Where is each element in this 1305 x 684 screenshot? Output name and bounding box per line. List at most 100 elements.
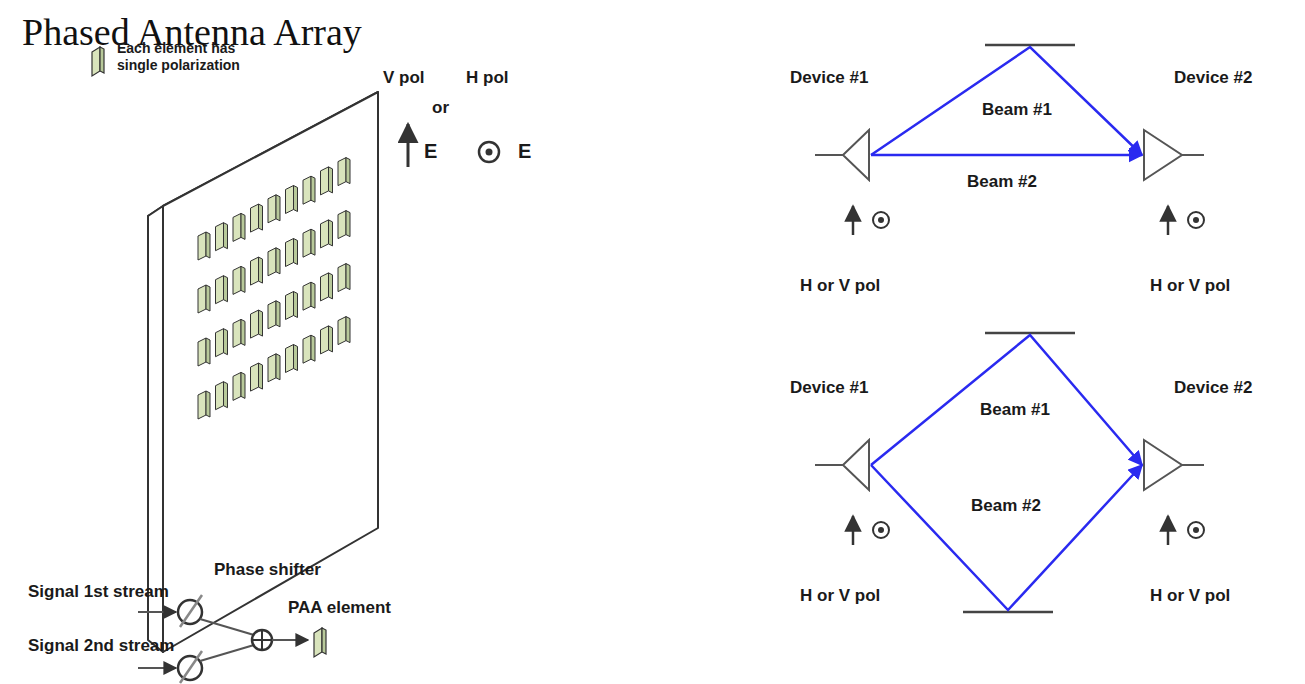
text-label: Signal 1st stream bbox=[28, 582, 169, 602]
antenna-symbol bbox=[815, 438, 871, 492]
text-label: H pol bbox=[466, 68, 509, 88]
element-face bbox=[251, 363, 259, 391]
beam-path bbox=[871, 154, 1142, 157]
antenna-symbol bbox=[815, 128, 871, 182]
element-side bbox=[206, 285, 210, 311]
element-side bbox=[294, 292, 298, 318]
element-face bbox=[233, 319, 241, 347]
element-face bbox=[198, 232, 206, 260]
element-face bbox=[338, 158, 346, 186]
element-face bbox=[233, 266, 241, 294]
device-antenna: Device #1 bbox=[815, 438, 871, 492]
wire-arrow bbox=[272, 639, 308, 641]
element-side bbox=[276, 354, 280, 380]
signal-arrow bbox=[138, 611, 176, 613]
reflectors bbox=[963, 45, 1075, 612]
element-face bbox=[198, 285, 206, 313]
element-side bbox=[322, 628, 326, 654]
element-face bbox=[338, 211, 346, 239]
beam-label: Beam #2 bbox=[968, 496, 1044, 516]
element-side bbox=[346, 264, 350, 290]
element-side bbox=[329, 326, 333, 352]
summer bbox=[252, 630, 272, 650]
text-label: H or V pol bbox=[1150, 586, 1230, 606]
element-side bbox=[259, 310, 263, 336]
text-label: Each element has single polarization bbox=[117, 40, 267, 74]
antenna-triangle bbox=[843, 440, 869, 490]
element-side bbox=[276, 248, 280, 274]
phase-shifter-slash bbox=[180, 651, 202, 683]
element-face bbox=[321, 167, 329, 195]
element-side bbox=[294, 239, 298, 265]
element-face bbox=[198, 391, 206, 419]
antenna-triangle bbox=[843, 130, 869, 180]
element-face bbox=[321, 326, 329, 354]
v-pol-arrow bbox=[407, 124, 410, 167]
element-face bbox=[321, 273, 329, 301]
text-label: H or V pol bbox=[1150, 276, 1230, 296]
element-side bbox=[259, 257, 263, 283]
v-pol-arrow bbox=[1167, 516, 1170, 545]
h-pol-symbol bbox=[479, 142, 499, 162]
element-side bbox=[346, 317, 350, 343]
element-side bbox=[241, 319, 245, 345]
element-side bbox=[346, 158, 350, 184]
v-pol-arrow bbox=[852, 516, 855, 545]
device-antenna: Device #2 bbox=[1142, 438, 1204, 492]
element-face bbox=[251, 310, 259, 338]
element-face bbox=[216, 329, 224, 357]
h-pol-dot bbox=[1193, 527, 1199, 533]
element-face bbox=[216, 276, 224, 304]
element-side bbox=[206, 391, 210, 417]
element-face bbox=[303, 335, 311, 363]
element-side bbox=[224, 276, 228, 302]
element-side bbox=[311, 282, 315, 308]
h-pol-symbol bbox=[873, 522, 889, 538]
element-side bbox=[259, 363, 263, 389]
wire bbox=[200, 645, 254, 661]
signal-arrow bbox=[138, 667, 176, 669]
element-side bbox=[311, 176, 315, 202]
element-face bbox=[251, 204, 259, 232]
h-pol-symbol bbox=[1188, 212, 1204, 228]
element-side bbox=[294, 345, 298, 371]
h-pol-symbol bbox=[1188, 522, 1204, 538]
pol-symbols bbox=[853, 206, 1204, 545]
element-side bbox=[206, 338, 210, 364]
element-face bbox=[251, 257, 259, 285]
beam-path bbox=[871, 335, 1142, 465]
element-face bbox=[268, 248, 276, 276]
element-face bbox=[268, 195, 276, 223]
element-face bbox=[286, 186, 294, 214]
h-pol-symbol bbox=[873, 212, 889, 228]
element-side bbox=[241, 213, 245, 239]
element-face bbox=[303, 176, 311, 204]
element-side bbox=[224, 223, 228, 249]
text-label: Signal 2nd stream bbox=[28, 636, 174, 656]
element-side bbox=[241, 372, 245, 398]
text-label: E bbox=[518, 139, 531, 163]
antenna-elements bbox=[198, 158, 350, 419]
element-face bbox=[338, 317, 346, 345]
element-face bbox=[268, 301, 276, 329]
antenna-symbol bbox=[1142, 438, 1204, 492]
summer-cross bbox=[261, 630, 263, 650]
beam-path bbox=[871, 465, 1142, 610]
device-label: Device #2 bbox=[1174, 68, 1252, 88]
text-label: V pol bbox=[383, 68, 425, 88]
wire bbox=[200, 619, 254, 635]
antenna-triangle bbox=[1144, 130, 1182, 180]
text-label: or bbox=[432, 98, 449, 118]
element-face bbox=[286, 345, 294, 373]
antenna-feed bbox=[815, 154, 843, 156]
element-face bbox=[233, 372, 241, 400]
element-face bbox=[303, 229, 311, 257]
element-face bbox=[286, 292, 294, 320]
element-side bbox=[329, 220, 333, 246]
h-pol-dot bbox=[486, 149, 493, 156]
device-antenna: Device #1 bbox=[815, 128, 871, 182]
device-label: Device #1 bbox=[790, 68, 868, 88]
